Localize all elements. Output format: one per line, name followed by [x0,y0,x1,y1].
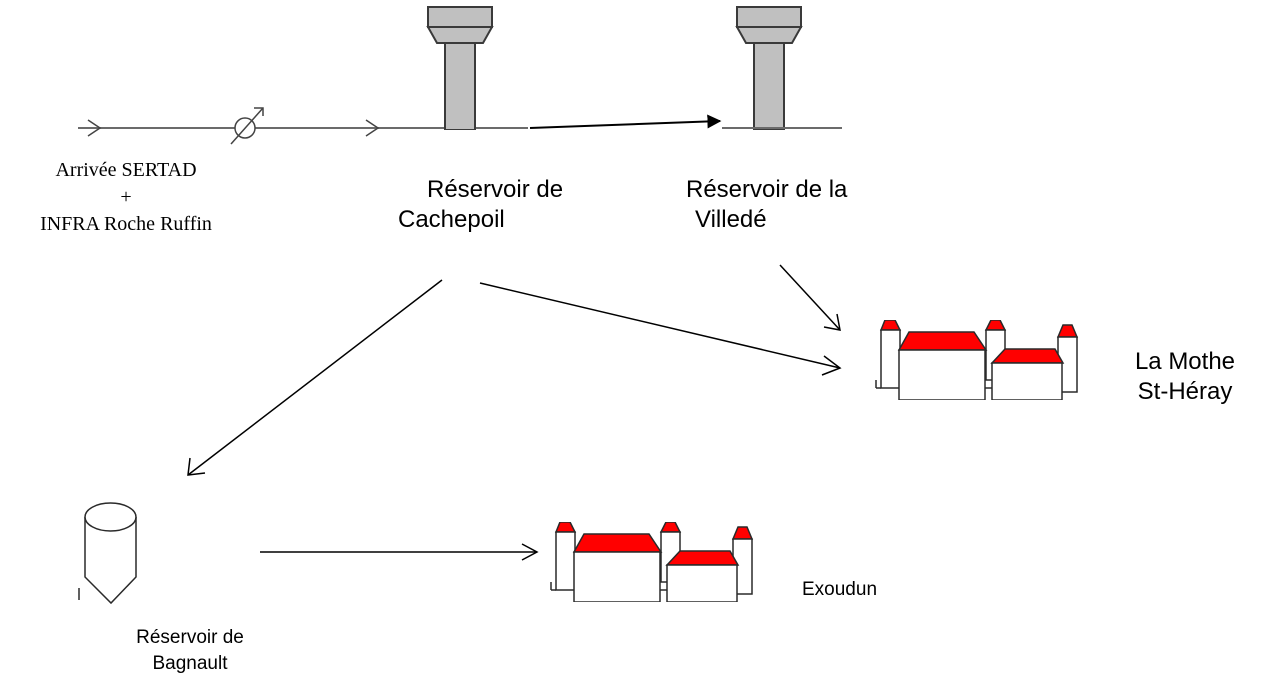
source-label: Arrivée SERTAD + INFRA Roche Ruffin [0,157,252,238]
reservoir-cachepoil-label: Réservoir de Cachepoil [398,175,563,235]
reservoir-cachepoil-line2: Cachepoil [398,206,505,233]
town-houses-icon [875,320,1078,400]
pipe-arrow-cachepoil-villede [529,114,722,129]
flow-meter-icon [230,107,264,145]
ground-reservoir-icon [78,502,137,605]
reservoir-bagnault-line1: Réservoir de [136,627,244,648]
water-tower-icon [427,6,493,130]
town-la-mothe-line1: La Mothe [1134,348,1236,375]
town-la-mothe-line2: St-Héray [1137,378,1233,405]
town-houses-icon [550,522,753,602]
arrow-cachepoil-to-la-mothe [479,282,842,376]
flow-arrow-icon [365,119,380,137]
flow-arrow-icon [87,119,102,137]
source-label-line3: INFRA Roche Ruffin [40,213,212,235]
water-tower-icon [736,6,802,130]
arrow-bagnault-to-exoudun [260,543,539,561]
reservoir-bagnault-line2: Bagnault [152,653,228,674]
reservoir-cachepoil-line1: Réservoir de [427,176,564,203]
reservoir-bagnault-label: Réservoir de Bagnault [100,625,280,677]
reservoir-villede-line2: Villedé [695,206,767,233]
town-exoudun-line1: Exoudun [802,579,878,600]
arrow-cachepoil-to-bagnault [187,279,443,476]
source-label-line2: + [120,186,132,208]
source-label-line1: Arrivée SERTAD [55,159,197,181]
reservoir-villede-label: Réservoir de la Villedé [686,175,847,235]
town-exoudun-label: Exoudun [802,577,877,603]
town-la-mothe-label: La Mothe St-Héray [1110,347,1260,407]
arrow-villede-to-la-mothe [779,264,841,331]
reservoir-villede-line1: Réservoir de la [686,176,848,203]
